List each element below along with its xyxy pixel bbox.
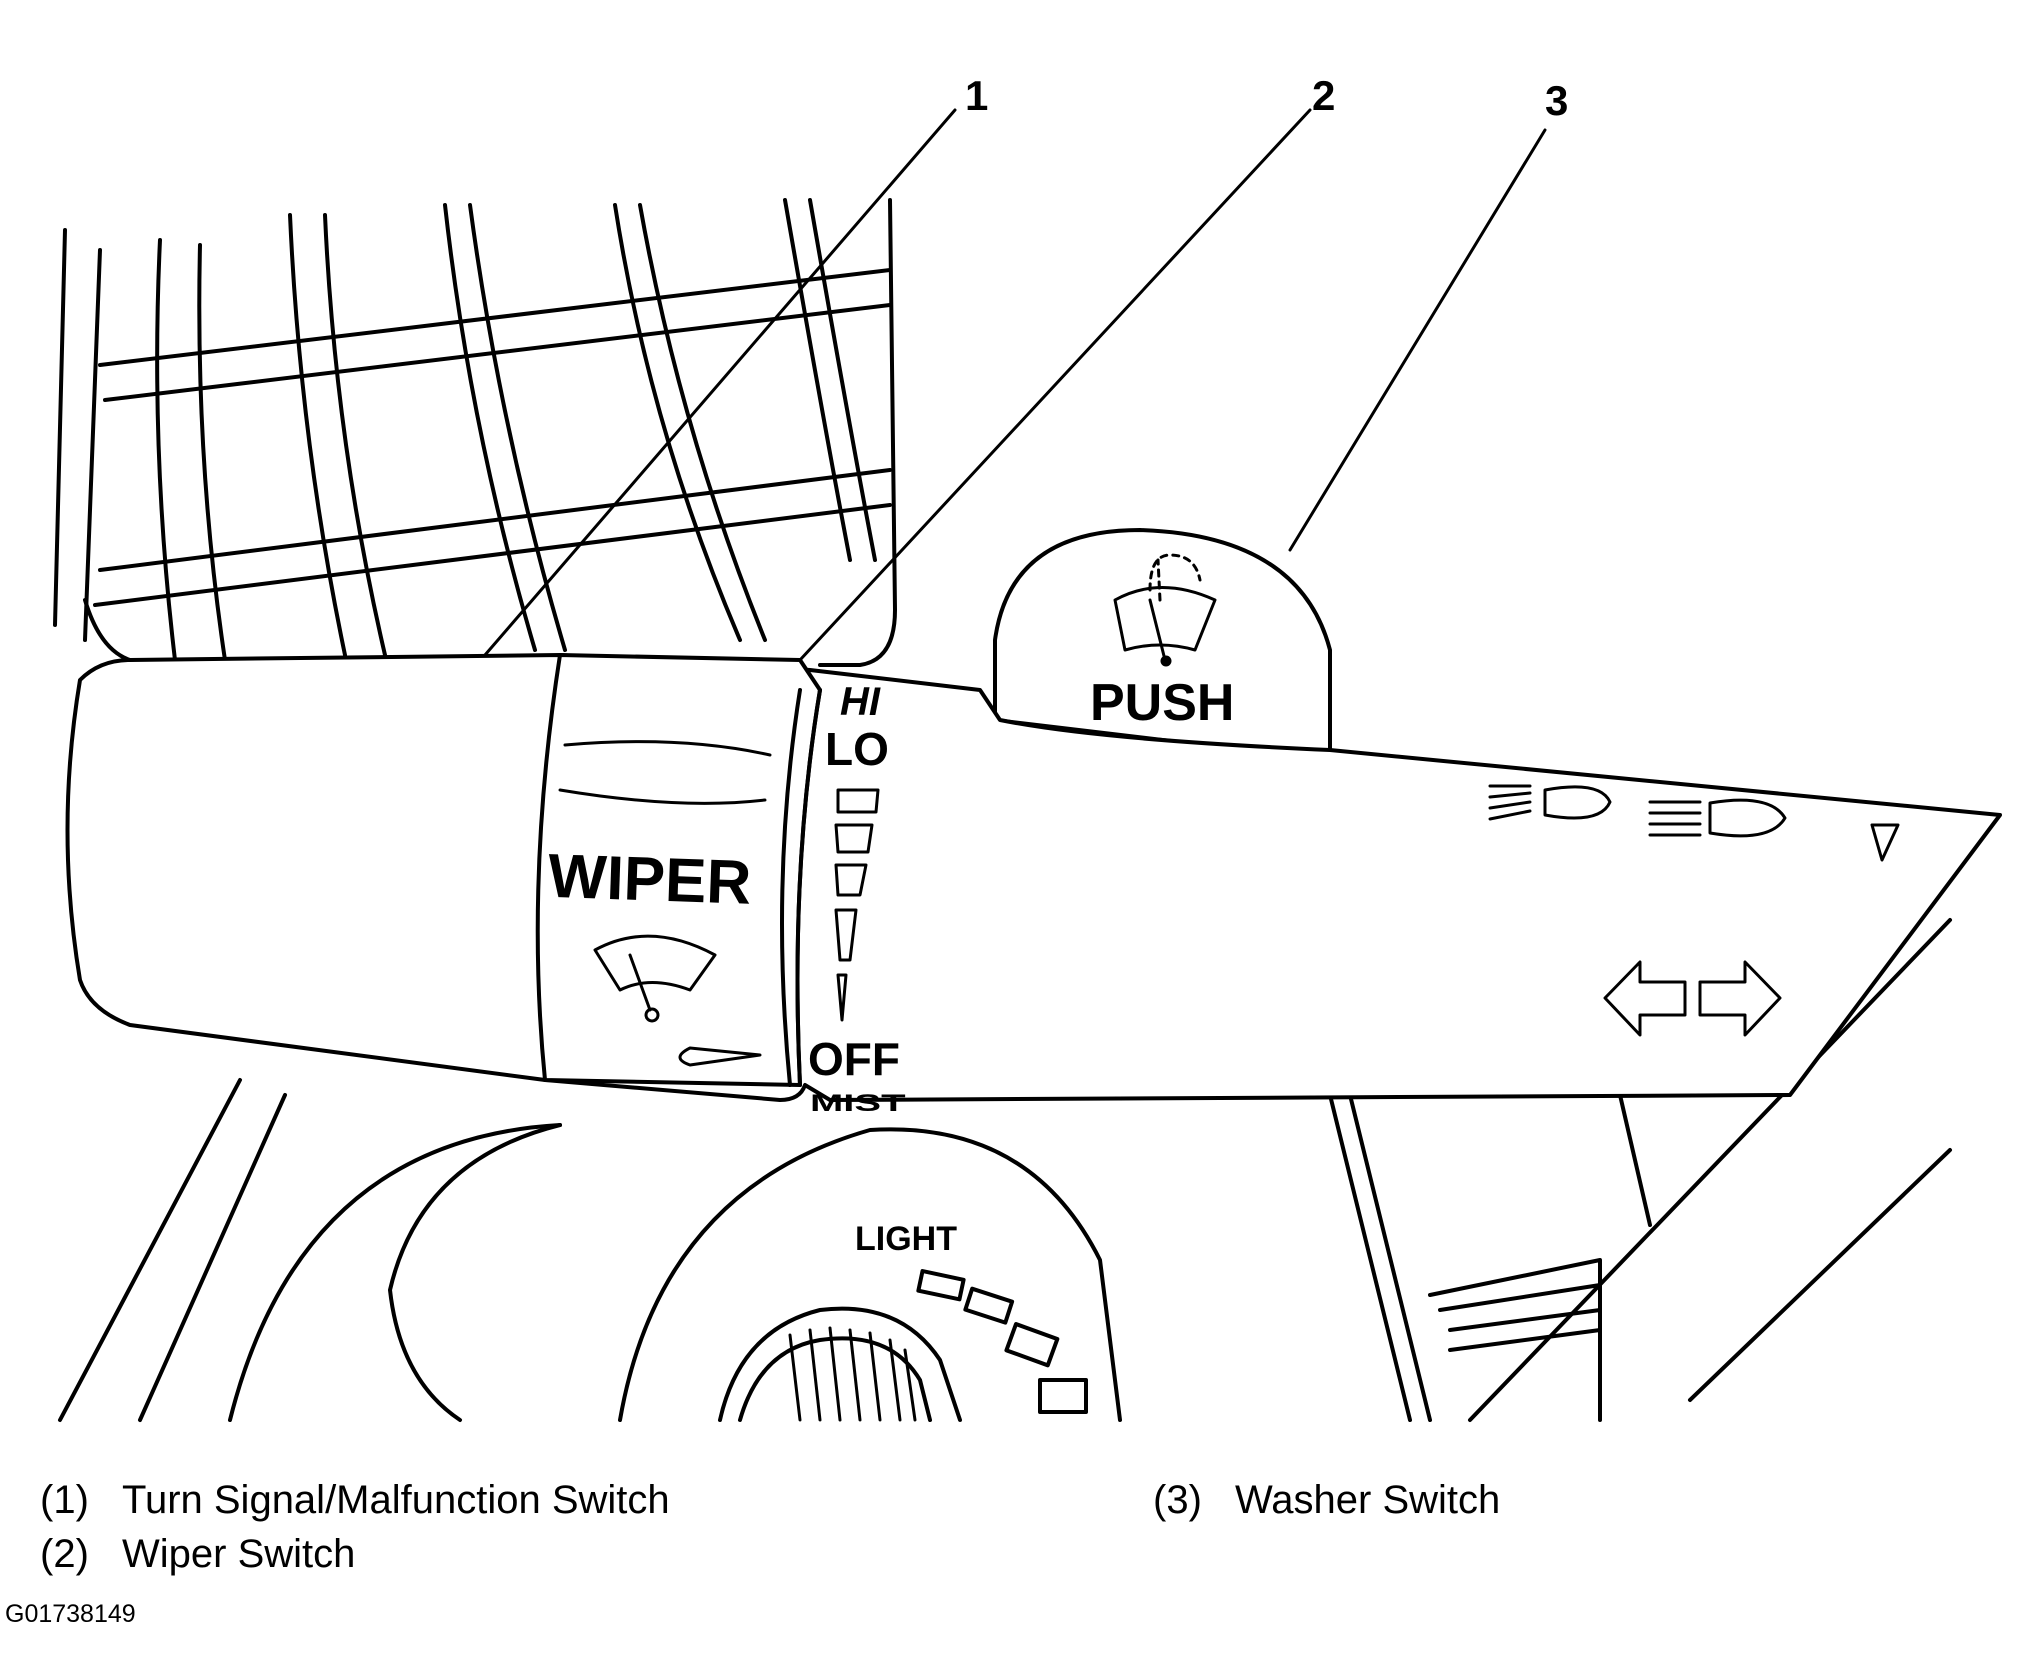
wiper-icon	[593, 934, 717, 1023]
legend-item-1: (1) Turn Signal/Malfunction Switch	[40, 1478, 670, 1523]
legend-num-2: (2)	[40, 1532, 89, 1576]
switch-diagram: LIGHT PUSH WIPER	[53, 72, 2002, 1422]
figure-id: G01738149	[5, 1600, 136, 1628]
legend-item-2: (2) Wiper Switch	[40, 1532, 355, 1577]
legend-item-3: (3) Washer Switch	[1153, 1478, 1500, 1523]
wiper-speed-scale: HI LO OFF MIST	[808, 680, 906, 1116]
legend-text-1: Turn Signal/Malfunction Switch	[122, 1478, 670, 1522]
legend-num-3: (3)	[1153, 1478, 1202, 1522]
off-label: OFF	[808, 1033, 900, 1085]
flash-triangle-icon	[1870, 823, 1900, 862]
light-switch-dial: LIGHT	[618, 1127, 1122, 1422]
wiper-switch-collar[interactable]: WIPER	[535, 653, 822, 1087]
light-label: LIGHT	[855, 1220, 957, 1258]
lo-label: LO	[825, 723, 889, 775]
turn-right-arrow-icon	[1698, 960, 1782, 1037]
instrument-grille	[53, 198, 897, 667]
low-beam-icon	[1488, 784, 1612, 821]
washer-wiper-icon	[1113, 553, 1217, 667]
legend-text-3: Washer Switch	[1235, 1478, 1501, 1522]
high-beam-icon	[1648, 798, 1787, 838]
callout-2: 2	[1312, 72, 1335, 119]
hi-label: HI	[840, 680, 881, 724]
mist-indicator	[678, 1046, 762, 1067]
dash-trim-lines	[1468, 918, 1952, 1422]
mist-label: MIST	[810, 1089, 906, 1116]
wiper-label: WIPER	[547, 842, 753, 918]
leader-lines	[483, 108, 1547, 662]
legend-num-1: (1)	[40, 1478, 89, 1522]
callout-1: 1	[965, 72, 988, 119]
steering-column	[58, 1078, 1652, 1422]
legend-text-2: Wiper Switch	[122, 1532, 356, 1576]
turn-left-arrow-icon	[1603, 960, 1687, 1037]
washer-switch[interactable]: PUSH	[993, 528, 1332, 762]
callout-3: 3	[1545, 77, 1568, 124]
push-label: PUSH	[1090, 674, 1234, 732]
